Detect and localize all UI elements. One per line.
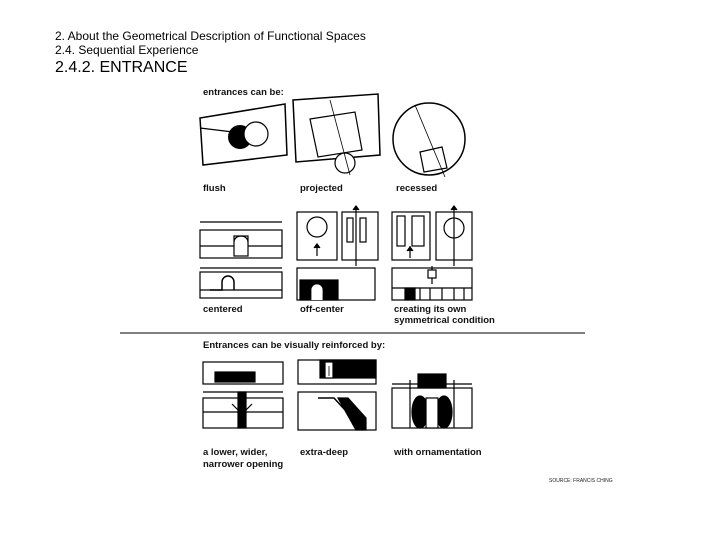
- position-centered-label: centered: [203, 304, 243, 315]
- source-note: SOURCE: FRANCIS CHING: [549, 478, 613, 484]
- off-center-diagram: [296, 205, 379, 301]
- centered-diagram: [199, 221, 283, 299]
- lower-wider-diagram: [202, 361, 284, 429]
- symmetry-diagram: [391, 205, 473, 301]
- chapter-heading: 2. About the Geometrical Description of …: [55, 29, 366, 43]
- intro-label-2: Entrances can be visually reinforced by:: [203, 340, 385, 351]
- projected-diagram: [292, 93, 381, 176]
- reinforce-lower-label-line2: narrower opening: [203, 459, 283, 470]
- page-title: 2.4.2. ENTRANCE: [55, 59, 188, 76]
- position-off-center-label: off-center: [300, 304, 344, 315]
- position-symmetry-label-line1: creating its own: [394, 304, 467, 315]
- ornamentation-diagram: [391, 373, 473, 429]
- intro-label-1: entrances can be:: [203, 87, 284, 98]
- section-heading: 2.4. Sequential Experience: [55, 43, 199, 57]
- flush-diagram: [199, 103, 288, 166]
- position-symmetry-label-line2: symmetrical condition: [394, 315, 495, 326]
- recessed-diagram: [392, 102, 466, 178]
- type-projected-label: projected: [300, 183, 343, 194]
- reinforce-deep-label: extra-deep: [300, 447, 348, 458]
- reinforce-ornament-label: with ornamentation: [393, 447, 482, 458]
- type-recessed-label: recessed: [396, 183, 437, 194]
- extra-deep-diagram: [297, 359, 377, 431]
- type-flush-label: flush: [203, 183, 226, 194]
- reinforce-lower-label-line1: a lower, wider,: [203, 447, 267, 458]
